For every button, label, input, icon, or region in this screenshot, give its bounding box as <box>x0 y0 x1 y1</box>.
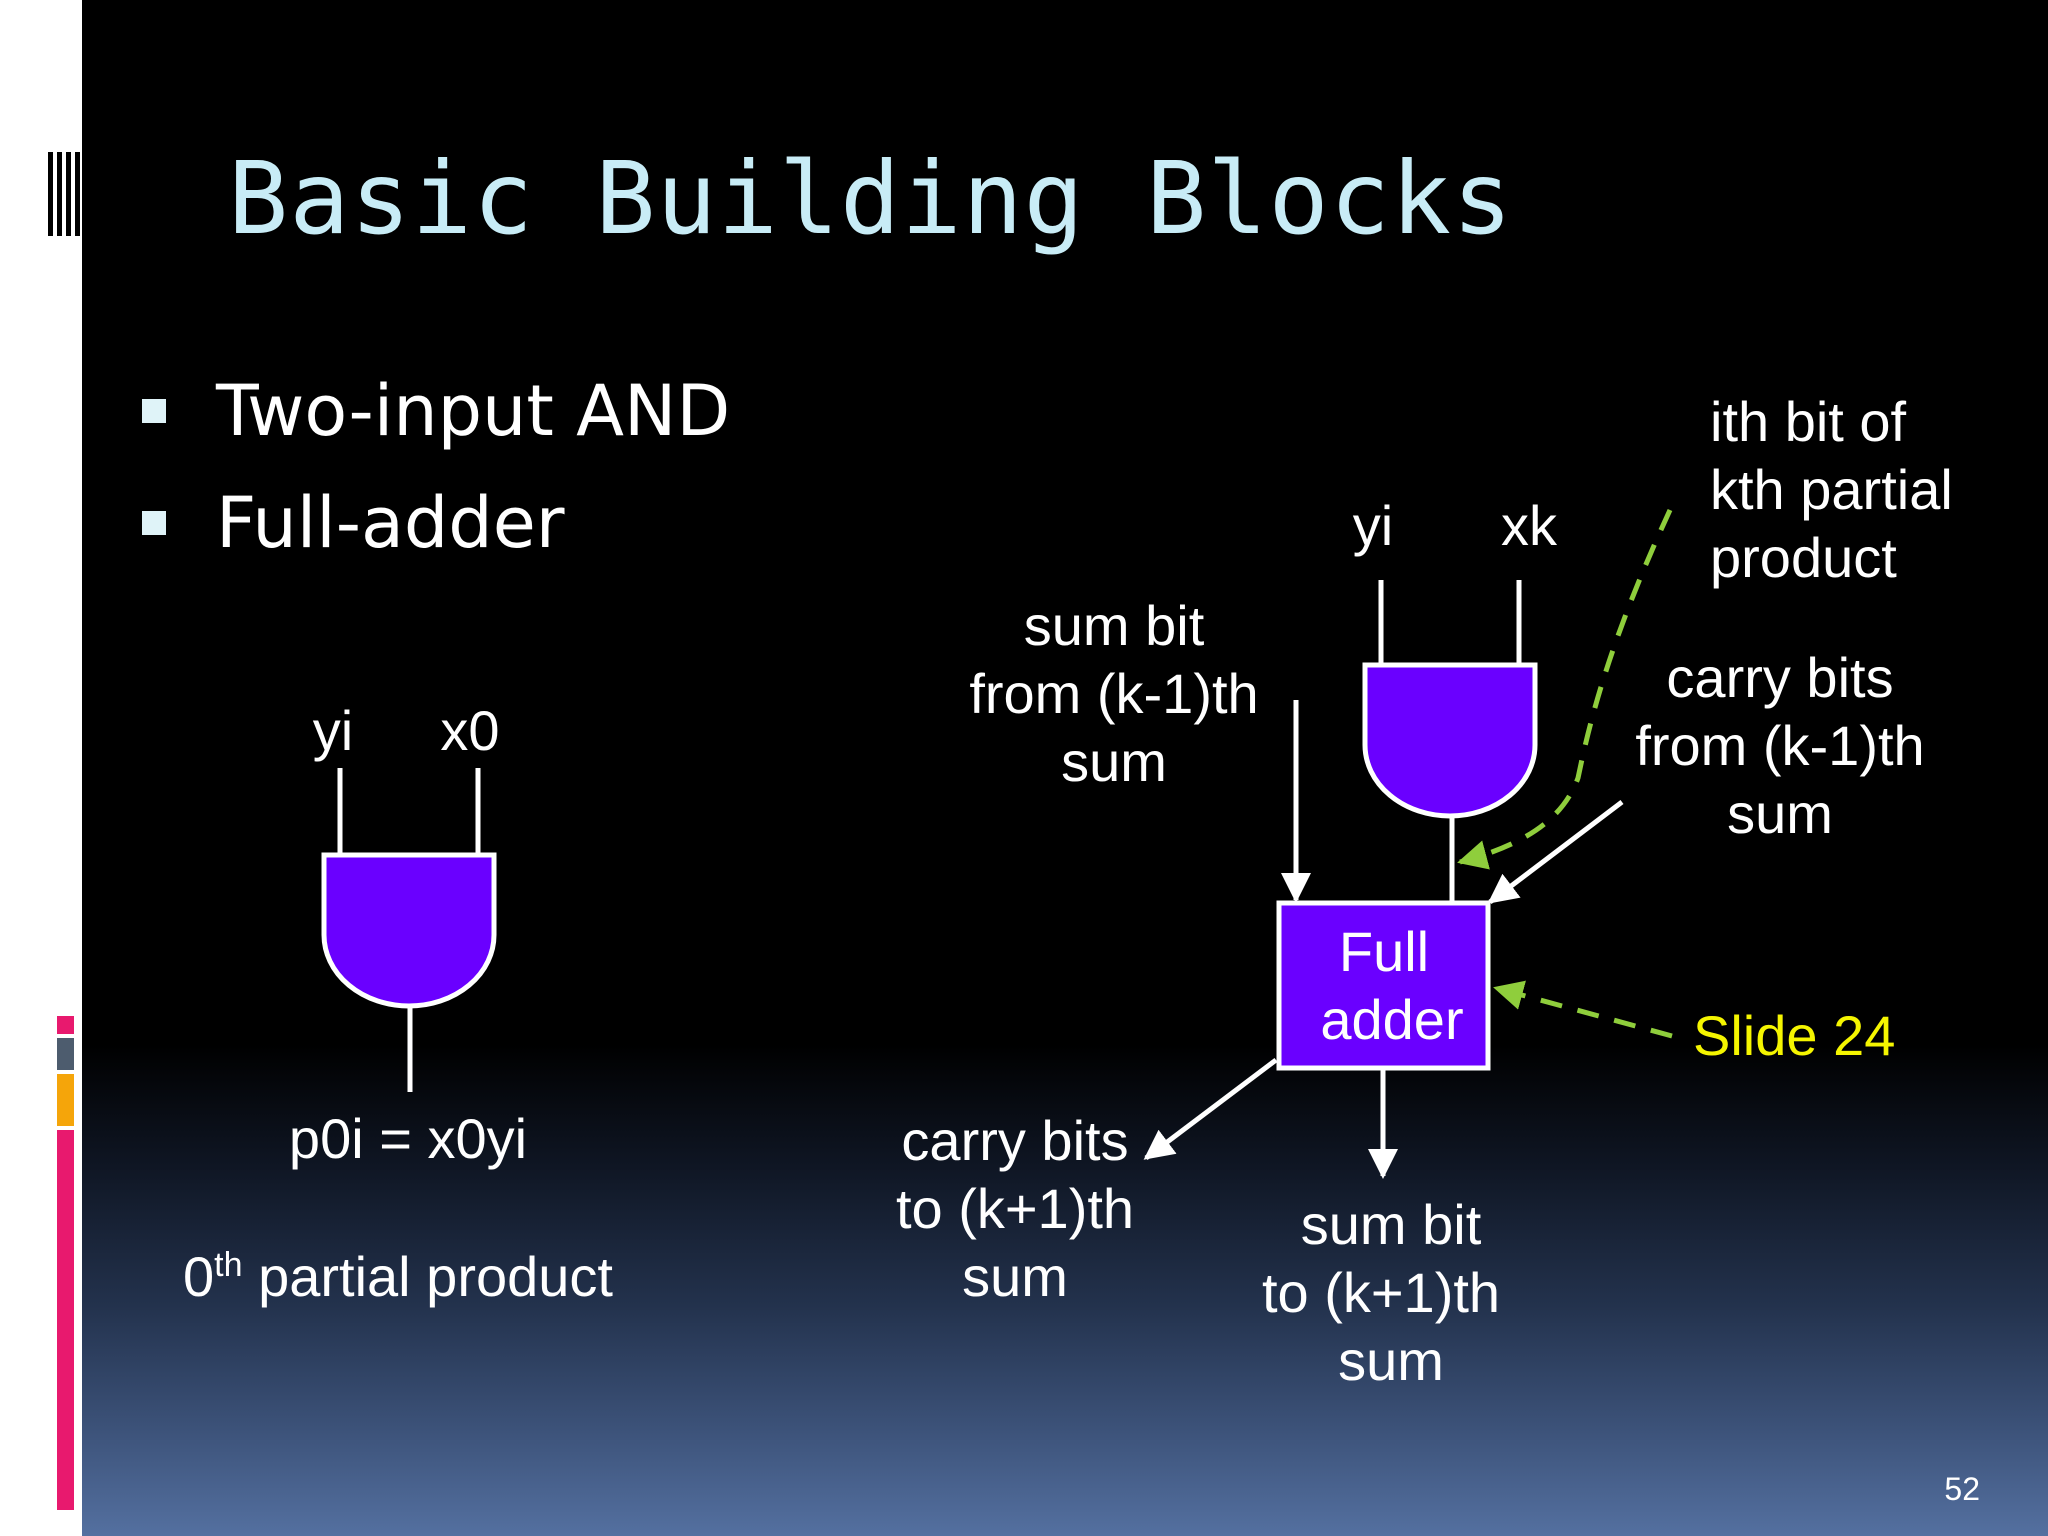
slide-reference-arrow <box>1493 980 1673 1039</box>
carry-out-label-line3: sum <box>962 1245 1068 1308</box>
and-gate-shape <box>321 852 497 1009</box>
bullet-square-icon <box>142 399 166 423</box>
slide-reference-text: Slide 24 <box>1693 1004 1895 1067</box>
and-input-a-label: yi <box>313 699 353 762</box>
full-adder-label-line2: adder <box>1320 988 1463 1051</box>
stripe-gray <box>57 1038 74 1070</box>
left-decor-strip <box>0 0 82 1536</box>
carry-out-label-line2: to (k+1)th <box>896 1177 1134 1240</box>
and-output-label: p0i = x0yi <box>289 1107 527 1170</box>
bullet-item: Two-input AND <box>142 366 730 456</box>
sum-in-label-line1: sum bit <box>1024 594 1205 657</box>
slide-number: 52 <box>1944 1471 1980 1507</box>
fa-gate-input-a-label: yi <box>1353 494 1393 557</box>
carry-out-arrow <box>1143 1058 1278 1160</box>
full-adder-box <box>1276 900 1491 1071</box>
bullet-item: Full-adder <box>142 478 565 568</box>
and-gate-group: yi x0 p0i = x0yi 0th partial product <box>183 699 613 1308</box>
barcode-decoration <box>48 152 80 236</box>
partial-product-note-line1: ith bit of <box>1710 390 1907 453</box>
full-adder-label-line1: Full <box>1339 920 1429 983</box>
sum-in-label-line2: from (k-1)th <box>969 662 1258 725</box>
sum-in-label-line3: sum <box>1061 730 1167 793</box>
partial-product-caption: 0th partial product <box>183 1245 613 1308</box>
caption-rest: partial product <box>243 1245 614 1308</box>
carry-out-label-line1: carry bits <box>901 1109 1128 1172</box>
fa-and-gate-shape <box>1362 662 1538 819</box>
bullet-square-icon <box>142 511 166 535</box>
sum-out-label-line1: sum bit <box>1301 1193 1482 1256</box>
partial-product-pointer-arrow <box>1457 508 1673 870</box>
slide-title: Basic Building Blocks <box>228 140 1514 257</box>
caption-superscript: th <box>214 1246 242 1284</box>
sum-out-label-line3: sum <box>1338 1329 1444 1392</box>
caption-prefix: 0 <box>183 1245 214 1308</box>
bullet-text-and: Two-input AND <box>216 370 731 452</box>
bullet-text-full-adder: Full-adder <box>216 482 565 564</box>
stripe-pink <box>57 1130 74 1510</box>
carry-in-label-line3: sum <box>1727 782 1833 845</box>
stripe-orange <box>57 1074 74 1126</box>
carry-in-label-line1: carry bits <box>1666 646 1893 709</box>
sum-out-label-line2: to (k+1)th <box>1262 1261 1500 1324</box>
full-adder-group: yi xk Full adder sum bit from (k-1)th su… <box>896 390 1953 1392</box>
partial-product-note-line3: product <box>1710 526 1897 589</box>
fa-gate-input-b-label: xk <box>1501 494 1558 557</box>
and-input-b-label: x0 <box>440 699 499 762</box>
partial-product-note-line2: kth partial <box>1710 458 1953 521</box>
stripe-pink-top <box>57 1016 74 1034</box>
carry-in-label-line2: from (k-1)th <box>1635 714 1924 777</box>
carry-in-arrow <box>1487 800 1624 904</box>
